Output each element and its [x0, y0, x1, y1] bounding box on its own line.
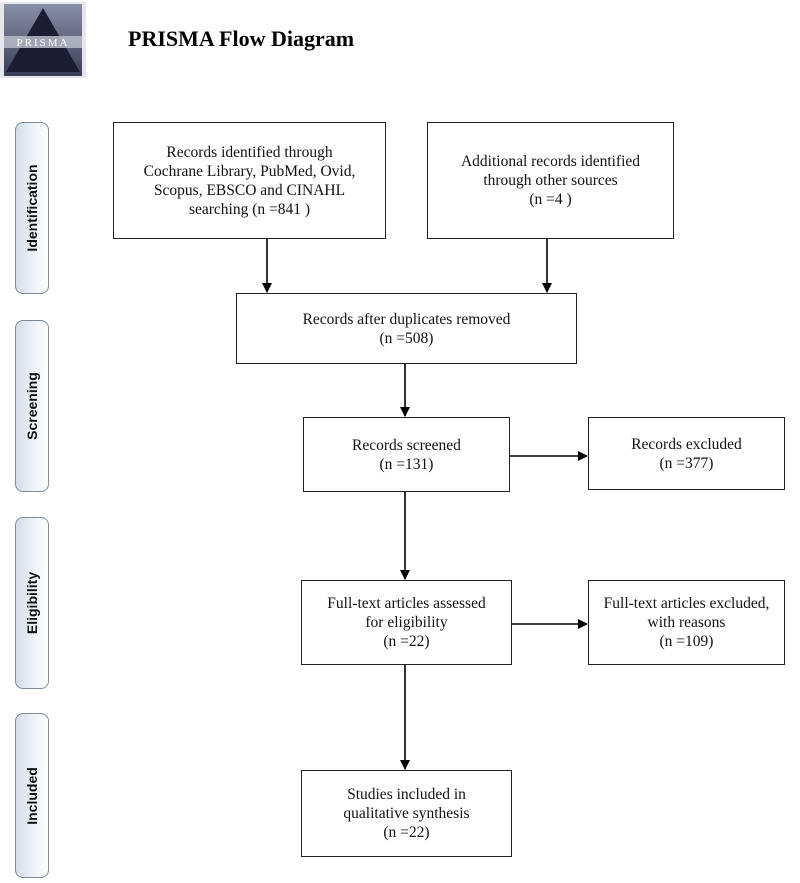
box-text-line: through other sources [483, 172, 618, 189]
box-records-excluded: Records excluded (n =377) [588, 417, 785, 490]
box-duplicates-removed: Records after duplicates removed (n =508… [236, 293, 577, 364]
box-text-line: Studies included in [347, 786, 466, 803]
box-text-line: searching (n =841 ) [188, 200, 311, 218]
box-text-line: Scopus, EBSCO and CINAHL [153, 181, 346, 199]
box-text-line: Records screened [352, 436, 461, 454]
logo-text: PRISMA [17, 37, 70, 49]
box-text-line: (n =22) [383, 633, 430, 650]
box-fulltext-assessed: Full-text articles assessed for eligibil… [301, 580, 512, 665]
box-text-line: (n =377) [659, 454, 714, 472]
box-text-line: qualitative synthesis [343, 805, 470, 822]
box-text-line: (n =4 ) [529, 191, 572, 208]
box-text-line: Full-text articles excluded, [603, 595, 770, 612]
box-text-line: Cochrane Library, PubMed, Ovid, [143, 162, 356, 180]
box-records-screened: Records screened (n =131) [303, 417, 510, 492]
box-text-line: with reasons [647, 614, 726, 631]
box-text-line: (n =109) [659, 633, 714, 650]
page-title: PRISMA Flow Diagram [128, 26, 355, 51]
stage-screening: Screening [15, 320, 49, 492]
stage-eligibility: Eligibility [15, 517, 49, 689]
box-text-line: Records identified through [166, 143, 333, 161]
box-text-line: (n =22) [383, 824, 430, 841]
prisma-logo: PRISMA [0, 2, 86, 78]
box-text-line: Records excluded [631, 435, 742, 453]
box-records-identified: Records identified through Cochrane Libr… [113, 122, 386, 239]
box-text-line: (n =508) [379, 329, 434, 347]
prisma-logo-graphic: PRISMA [0, 2, 86, 78]
box-additional-records: Additional records identified through ot… [427, 122, 674, 239]
box-text-line: Records after duplicates removed [302, 310, 511, 328]
box-text-line: Additional records identified [460, 153, 641, 170]
stage-identification: Identification [15, 122, 49, 294]
box-text-line: Full-text articles assessed [327, 595, 486, 612]
stage-included: Included [15, 713, 49, 878]
box-studies-included: Studies included in qualitative synthesi… [301, 770, 512, 857]
box-text-line: (n =131) [379, 455, 434, 473]
box-text-line: for eligibility [365, 614, 448, 631]
box-fulltext-excluded: Full-text articles excluded, with reason… [588, 580, 785, 665]
